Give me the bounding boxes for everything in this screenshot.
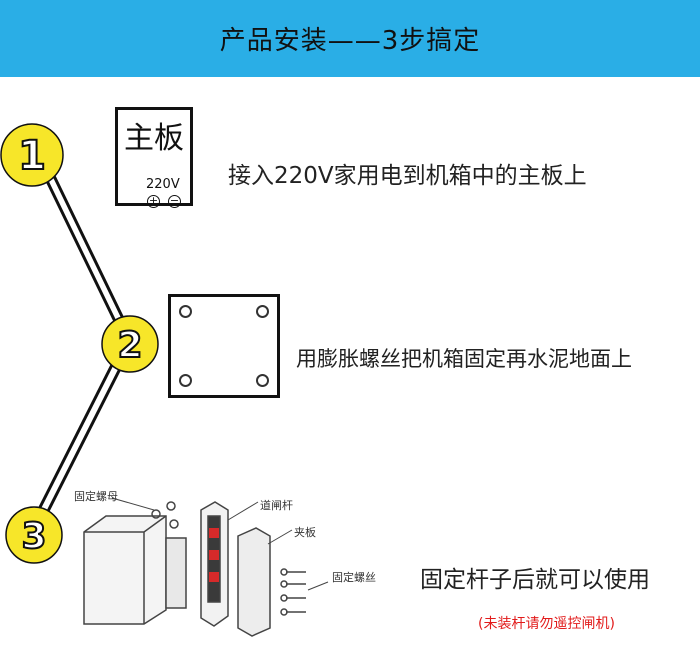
- connector-lines: [26, 148, 133, 536]
- board-voltage: 220V: [146, 177, 180, 192]
- step-1-badge: 1: [0, 123, 64, 187]
- step-3-text: 固定杆子后就可以使用: [420, 567, 650, 593]
- warning-note: (未装杆请勿遥控闸机): [478, 616, 615, 632]
- label-fixing-nut: 固定螺母: [74, 490, 118, 503]
- page-title: 产品安装——3步搞定: [219, 26, 481, 56]
- minus-terminal-icon: −: [168, 194, 181, 208]
- step-3-number: 3: [21, 516, 46, 557]
- cabinet-edges: [84, 515, 167, 624]
- pole-assembly-diagram: [83, 497, 329, 637]
- mounting-plate-diagram: [168, 294, 280, 398]
- board-title: 主板: [124, 121, 184, 156]
- clamp-plate-shape: [237, 527, 271, 637]
- step-3-badge: 3: [5, 506, 63, 564]
- plus-terminal-icon: +: [147, 194, 160, 208]
- step-1-number: 1: [18, 133, 46, 179]
- label-fixing-screw: 固定螺丝: [332, 571, 376, 584]
- step-1-text: 接入220V家用电到机箱中的主板上: [228, 163, 587, 189]
- bolt-hole-icon: [179, 374, 192, 387]
- pole-holder-shape: [165, 537, 187, 609]
- label-clamp: 夹板: [294, 526, 316, 539]
- step-2-badge: 2: [101, 315, 159, 373]
- screw-icons: [280, 568, 306, 616]
- header-banner: 产品安装——3步搞定: [0, 0, 700, 77]
- nut-icons: [151, 501, 179, 529]
- step-2-number: 2: [117, 325, 142, 366]
- bolt-hole-icon: [256, 374, 269, 387]
- bolt-hole-icon: [256, 305, 269, 318]
- step-2-text: 用膨胀螺丝把机箱固定再水泥地面上: [296, 347, 632, 371]
- label-pole: 道闸杆: [260, 499, 293, 512]
- main-board-diagram: 主板 220V + −: [115, 107, 193, 208]
- cabinet-shape: [83, 515, 167, 625]
- bolt-hole-icon: [179, 305, 192, 318]
